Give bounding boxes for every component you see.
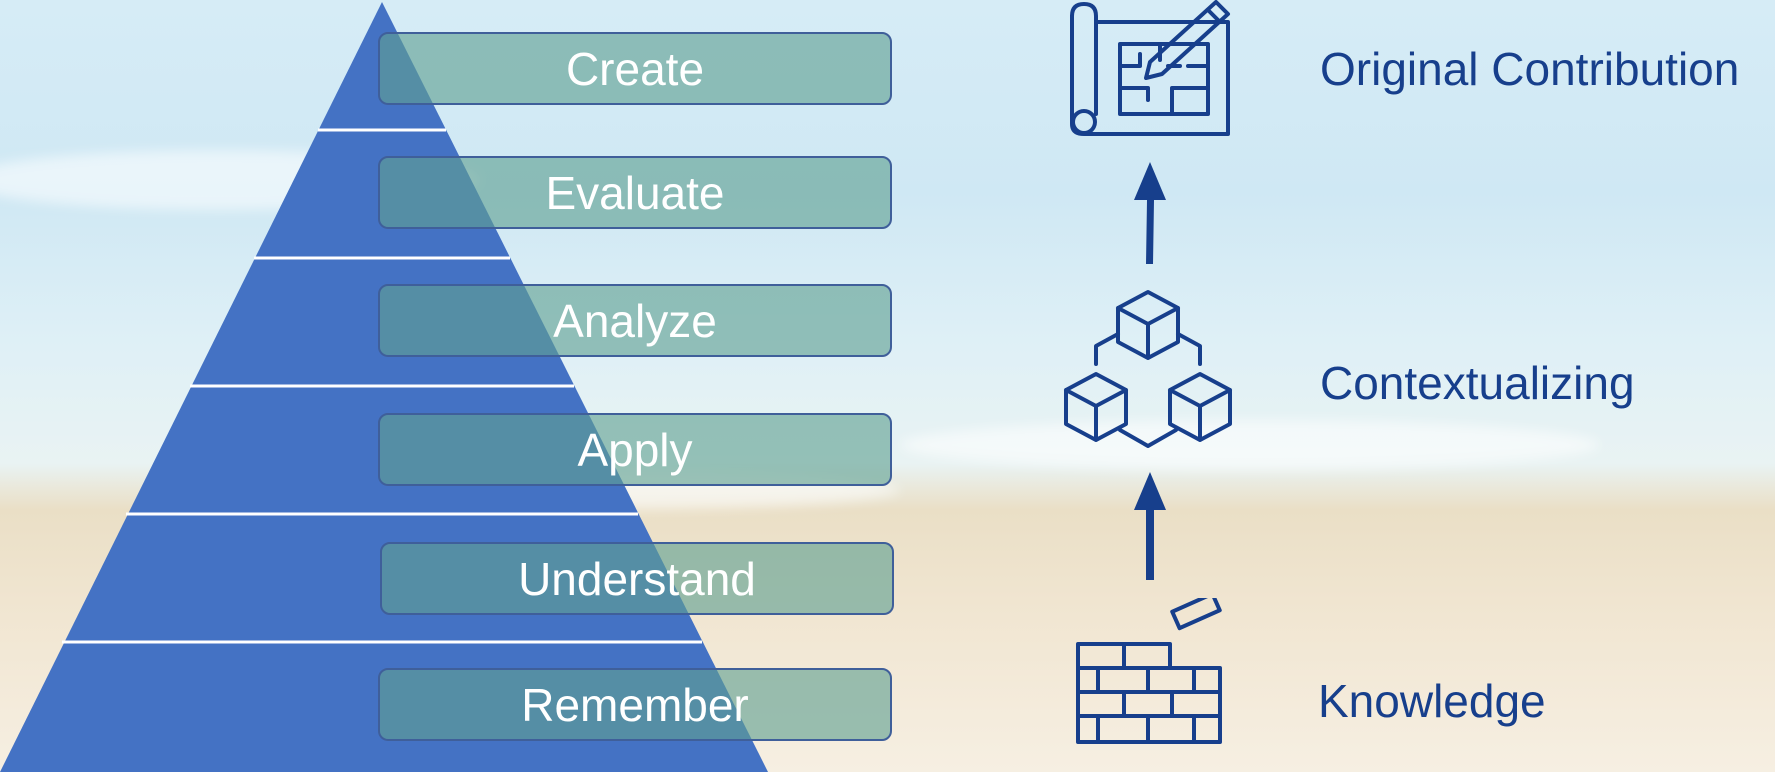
arrow-up-icon [1134, 162, 1166, 264]
level-analyze: Analyze [378, 284, 892, 357]
level-label: Apply [577, 423, 693, 476]
arrow-up-icon [1134, 472, 1166, 580]
level-label: Evaluate [545, 166, 725, 219]
level-remember: Remember [378, 668, 892, 741]
level-label: Create [565, 42, 705, 95]
background-wave [900, 420, 1600, 470]
level-apply: Apply [378, 413, 892, 486]
blueprint-icon [1070, 0, 1230, 136]
level-label: Remember [521, 678, 749, 731]
level-label: Analyze [553, 294, 717, 347]
pyramid-diagram [0, 2, 768, 772]
stage-label-knowledge: Knowledge [1318, 675, 1546, 727]
level-understand: Understand [380, 542, 894, 615]
level-label: Understand [518, 552, 756, 605]
cubes-icon [1064, 290, 1232, 448]
stage-label-contextualizing: Contextualizing [1320, 357, 1635, 409]
level-create: Create [378, 32, 892, 105]
level-evaluate: Evaluate [378, 156, 892, 229]
brick-wall-icon [1076, 598, 1222, 744]
stage-label-original-contribution: Original Contribution [1320, 43, 1740, 95]
